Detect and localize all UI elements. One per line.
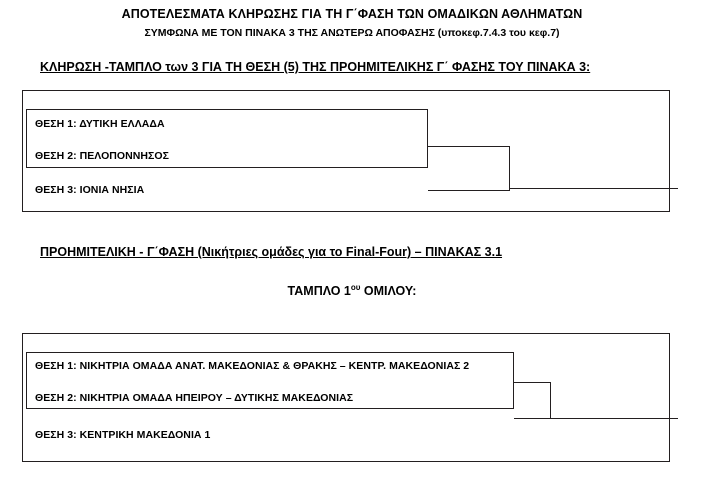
bracket-1-seed-3: ΘΕΣΗ 3: ΙΟΝΙΑ ΝΗΣΙΑ <box>35 184 145 196</box>
document-subtitle: ΣΥΜΦΩΝΑ ΜΕ ΤΟΝ ΠΙΝΑΚΑ 3 ΤΗΣ ΑΝΩΤΕΡΩ ΑΠΟΦ… <box>144 27 560 39</box>
bracket-2-frame: ΘΕΣΗ 1: ΝΙΚΗΤΡΙΑ ΟΜΑΔΑ ΑΝΑΤ. ΜΑΚΕΔΟΝΙΑΣ … <box>22 333 678 462</box>
section-2-heading: ΠΡΟΗΜΙΤΕΛΙΚΗ - Γ΄ΦΑΣΗ (Νικήτριες ομάδες … <box>40 245 503 259</box>
bracket-1-frame: ΘΕΣΗ 1: ΔΥΤΙΚΗ ΕΛΛΑΔΑ ΘΕΣΗ 2: ΠΕΛΟΠΟΝΝΗΣ… <box>22 90 678 212</box>
bracket-2-pair-box <box>26 352 514 409</box>
group-label-ordinal-suffix: ου <box>350 282 361 292</box>
section-1-heading: ΚΛΗΡΩΣΗ -ΤΑΜΠΛΟ των 3 ΓΙΑ ΤΗ ΘΕΣΗ (5) ΤΗ… <box>40 60 591 74</box>
bracket-1-pair-box <box>26 109 428 168</box>
group-label-tail: ΟΜΙΛΟΥ: <box>360 284 417 298</box>
bracket-1-winner-line <box>510 188 678 189</box>
group-label-main: ΤΑΜΠΛΟ 1 <box>287 284 351 298</box>
bracket-2-seed-3: ΘΕΣΗ 3: ΚΕΝΤΡΙΚΗ ΜΑΚΕΔΟΝΙΑ 1 <box>35 429 211 441</box>
bracket-1-join-box <box>428 146 510 191</box>
bracket-2-seed-1: ΘΕΣΗ 1: ΝΙΚΗΤΡΙΑ ΟΜΑΔΑ ΑΝΑΤ. ΜΑΚΕΔΟΝΙΑΣ … <box>35 360 470 372</box>
bracket-1-seed-1: ΘΕΣΗ 1: ΔΥΤΙΚΗ ΕΛΛΑΔΑ <box>35 118 165 130</box>
bracket-2-winner-line <box>551 418 678 419</box>
bracket-2-seed-2: ΘΕΣΗ 2: ΝΙΚΗΤΡΙΑ ΟΜΑΔΑ ΗΠΕΙΡΟΥ – ΔΥΤΙΚΗΣ… <box>35 392 354 404</box>
bracket-2-join-box <box>514 382 551 419</box>
group-label: ΤΑΜΠΛΟ 1ου ΟΜΙΛΟΥ: <box>0 282 704 298</box>
bracket-1-seed-2: ΘΕΣΗ 2: ΠΕΛΟΠΟΝΝΗΣΟΣ <box>35 150 169 162</box>
document-title: ΑΠΟΤΕΛΕΣΜΑΤΑ ΚΛΗΡΩΣΗΣ ΓΙΑ ΤΗ Γ΄ΦΑΣΗ ΤΩΝ … <box>121 7 583 21</box>
